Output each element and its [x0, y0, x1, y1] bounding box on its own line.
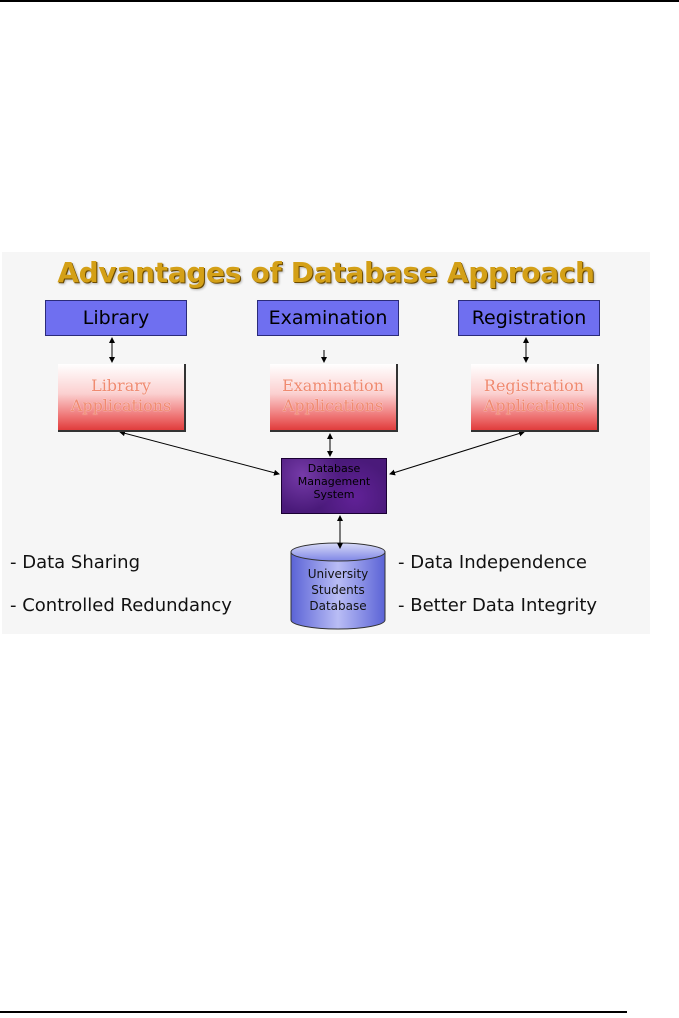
registration-applications-line1: Registration	[483, 376, 585, 395]
feature-better-data-integrity: - Better Data Integrity	[398, 595, 598, 616]
examination-applications-line1: Examination	[282, 376, 384, 395]
examination-applications-box: Examination Applications	[270, 364, 398, 432]
database-label: University Students Database	[290, 566, 386, 614]
diagram-title: Advantages of Database Approach	[57, 256, 595, 289]
library-applications-line2: Applications	[70, 396, 172, 415]
database-line1: University	[307, 567, 369, 581]
diagram-slide: Advantages of Database Approach Library …	[2, 252, 650, 634]
connector-layer	[109, 337, 529, 630]
feature-data-independence: - Data Independence	[398, 552, 587, 573]
registration-applications-box: Registration Applications	[471, 364, 599, 432]
examination-applications-line2: Applications	[282, 396, 384, 415]
bottom-rule	[0, 1011, 627, 1013]
dbms-line3: System	[313, 488, 355, 501]
library-applications-line1: Library	[91, 376, 151, 395]
registration-applications-line2: Applications	[483, 396, 585, 415]
feature-controlled-redundancy: - Controlled Redundancy	[10, 595, 232, 616]
feature-data-sharing: - Data Sharing	[10, 552, 141, 573]
registration-system-box: Registration	[458, 300, 600, 336]
dbms-line2: Management	[297, 475, 371, 488]
database-line3: Database	[309, 599, 367, 613]
library-applications-box: Library Applications	[58, 364, 186, 432]
arrow-library-app-dbms	[119, 430, 280, 476]
database-line2: Students	[311, 583, 365, 597]
top-rule	[0, 0, 679, 2]
dbms-box: Database Management System	[281, 458, 387, 514]
dbms-line1: Database	[307, 462, 361, 475]
library-system-box: Library	[45, 300, 187, 336]
examination-system-box: Examination	[257, 300, 399, 336]
arrow-reg-app-dbms	[389, 430, 525, 476]
